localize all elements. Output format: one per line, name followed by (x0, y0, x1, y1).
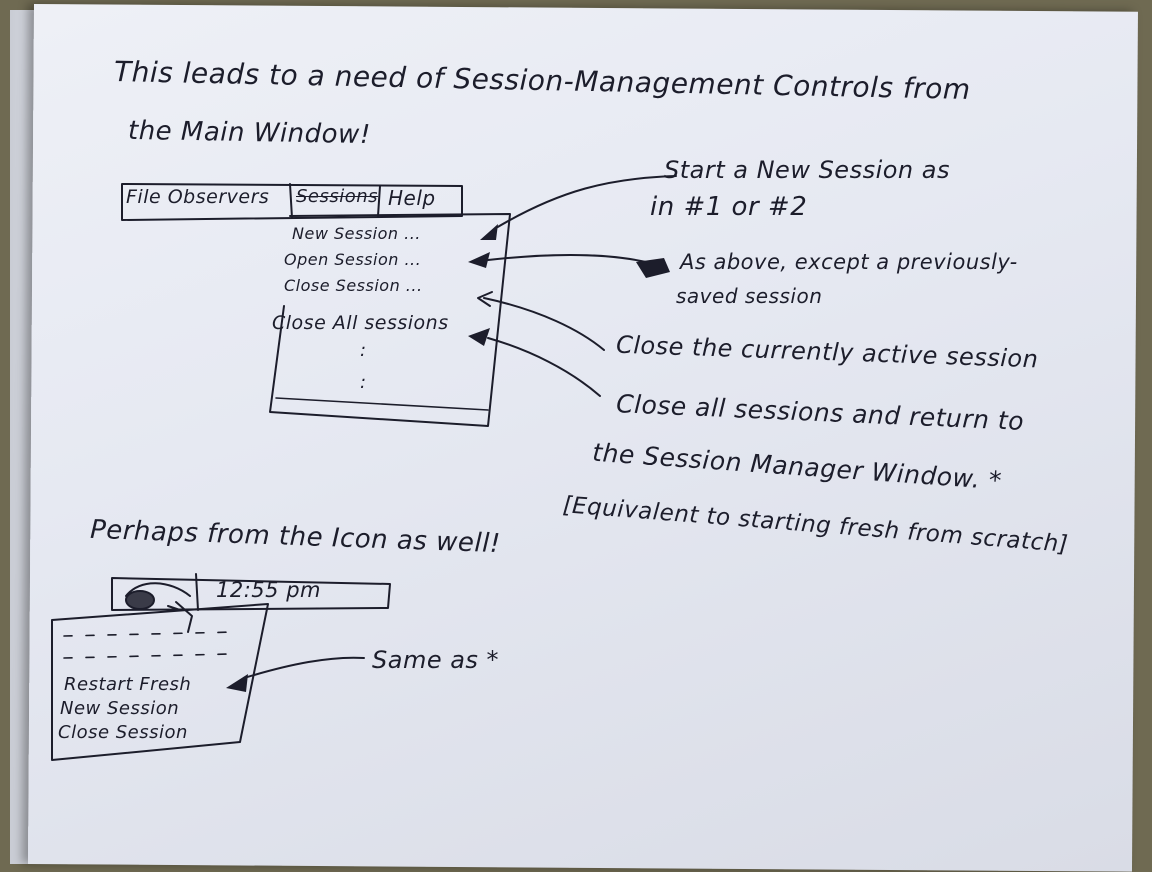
arrow-open-session (487, 253, 647, 263)
arrowhead-close-all (468, 328, 490, 346)
tray-app-icon (125, 590, 155, 610)
annotation-new-session-line-2: in #1 or #2 (650, 192, 808, 222)
tray-menu-item-new-session[interactable]: New Session (60, 698, 180, 719)
menubar-item-help[interactable]: Help (388, 186, 436, 210)
arrowhead-same-as (226, 674, 248, 692)
menubar-divider-1 (289, 183, 293, 219)
menubar-divider-2 (377, 185, 381, 217)
arrowhead-close-session (477, 291, 493, 307)
menu-ellipsis-1: : (360, 340, 367, 361)
menubar-box (121, 183, 463, 221)
tray-dashed-row-1 (63, 631, 237, 637)
arrow-close-session (483, 297, 605, 351)
menu-item-close-session[interactable]: Close Session ... (284, 276, 423, 295)
menubar-item-sessions[interactable]: Sessions (296, 186, 379, 207)
menu-item-open-session[interactable]: Open Session ... (284, 250, 422, 269)
arrow-same-as (243, 656, 365, 679)
mouse-cursor (167, 601, 193, 633)
tray-popup-box (51, 603, 269, 761)
annotation-same-as: Same as * (372, 646, 500, 674)
tray-dashed-row-2 (63, 653, 231, 659)
arrowhead-open-session (468, 252, 490, 268)
tray-bar-box (111, 577, 391, 611)
tray-menu-item-restart-fresh[interactable]: Restart Fresh (64, 674, 192, 695)
menu-item-new-session[interactable]: New Session ... (292, 224, 421, 243)
ink-blot (636, 258, 670, 278)
menu-item-close-all-sessions[interactable]: Close All sessions (272, 312, 449, 334)
annotation-open-session-line-2: saved session (676, 284, 823, 308)
annotation-new-session-line-1: Start a New Session as (664, 156, 950, 184)
tray-divider (195, 573, 199, 611)
sessions-dropdown-box (269, 213, 511, 427)
annotation-open-session-line-1: As above, except a previously- (680, 250, 1018, 274)
arrow-new-session (495, 175, 677, 229)
menubar-item-file-observers[interactable]: File Observers (126, 186, 270, 208)
arrowhead-new-session (480, 224, 498, 240)
tray-icon-arc (125, 582, 191, 597)
tray-menu-item-close-session[interactable]: Close Session (58, 722, 188, 743)
arrow-close-all (487, 337, 601, 397)
menu-ellipsis-2: : (360, 372, 367, 393)
dropdown-bottom-line (275, 397, 489, 411)
